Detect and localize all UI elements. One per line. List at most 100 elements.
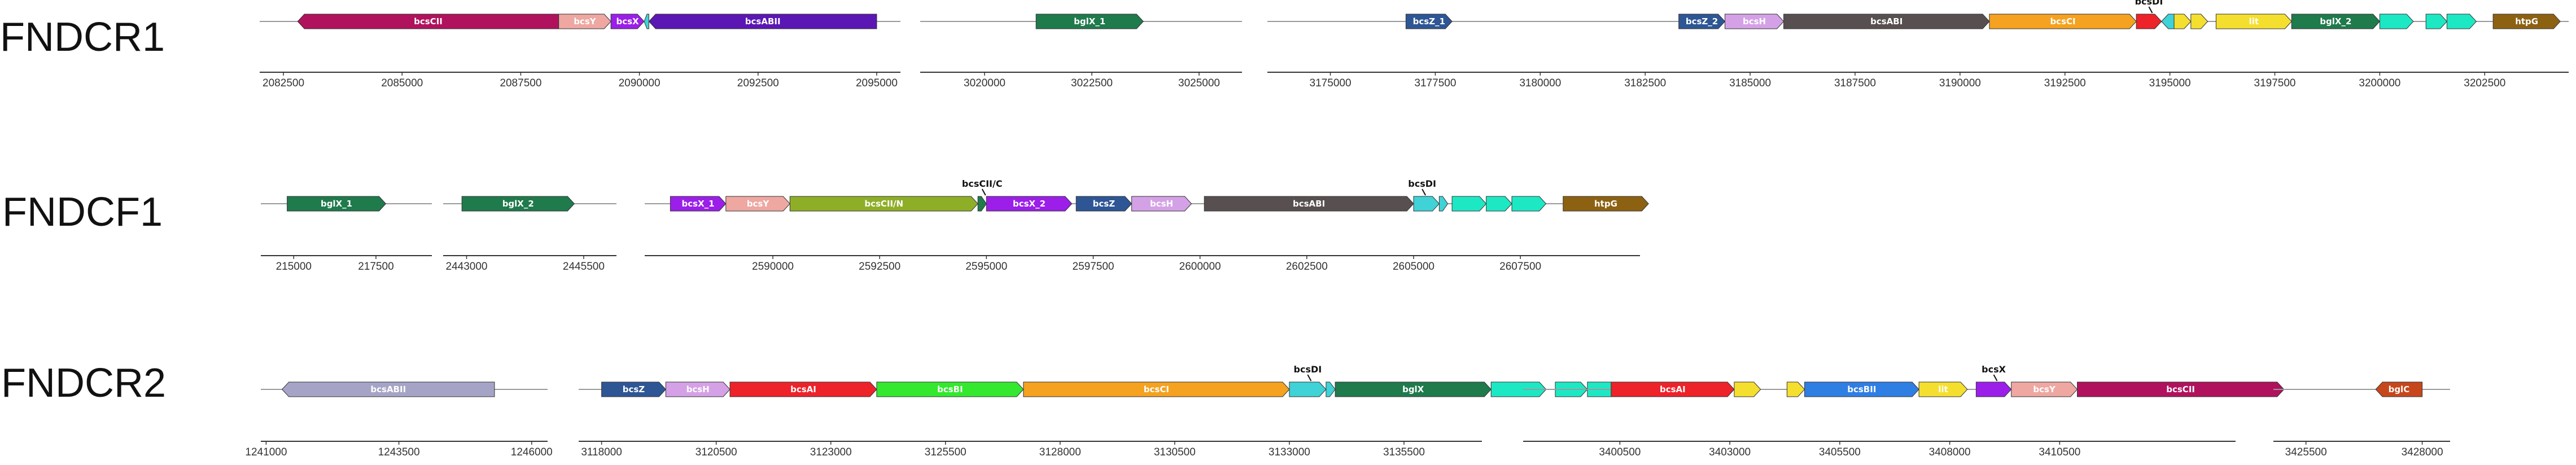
segment: bcsAIbcsBIIlitbcsYbcsCIIbcsX339800340050… bbox=[1523, 364, 2285, 458]
tick-label: 3025000 bbox=[1178, 77, 1220, 89]
tick-label: 3403000 bbox=[1709, 446, 1751, 458]
gene-label: bcsZ bbox=[1093, 199, 1116, 209]
tick-label: 3187500 bbox=[1834, 77, 1876, 89]
gene-label: bcsX_2 bbox=[1013, 199, 1046, 209]
tick-label: 3120500 bbox=[696, 446, 737, 458]
tick-label: 2445500 bbox=[563, 261, 605, 273]
gene-label: bcsH bbox=[686, 384, 710, 394]
tick-label: 2602500 bbox=[1286, 261, 1328, 273]
gene-label: bcsBII bbox=[1847, 384, 1876, 394]
tick-label: 3175000 bbox=[1310, 77, 1352, 89]
tick-label: 3190000 bbox=[1939, 77, 1981, 89]
gene-label: bcsY bbox=[2033, 384, 2056, 394]
gene-arrow bbox=[1075, 196, 1132, 212]
tick-label: 217500 bbox=[358, 261, 393, 273]
gene-label: bcsCI bbox=[1144, 384, 1169, 394]
tick-label: 3022500 bbox=[1071, 77, 1113, 89]
gene-arrow bbox=[1326, 381, 1336, 397]
tick-label: 3125500 bbox=[925, 446, 966, 458]
tick-label: 2595000 bbox=[965, 261, 1007, 273]
gene-label: bglC bbox=[2389, 384, 2410, 394]
tick-label: 3192500 bbox=[2044, 77, 2086, 89]
callout-label: bcsX bbox=[1982, 364, 2006, 375]
gene-arrow bbox=[789, 196, 978, 212]
gene-arrow bbox=[2077, 381, 2285, 397]
gene-arrow bbox=[2291, 14, 2381, 29]
gene-arrow bbox=[1131, 196, 1192, 212]
gene-arrow bbox=[281, 381, 495, 397]
gene-arrow bbox=[1486, 196, 1512, 212]
gene-arrow bbox=[729, 381, 877, 397]
tick-label: 3428000 bbox=[2402, 446, 2443, 458]
tick-label: 3185000 bbox=[1729, 77, 1771, 89]
gene-arrow bbox=[670, 196, 727, 212]
gene-arrow bbox=[1451, 196, 1487, 212]
tick-label: 3133000 bbox=[1269, 446, 1310, 458]
gene-arrow bbox=[1563, 196, 1649, 212]
gene-label: bcsH bbox=[1150, 199, 1173, 209]
gene-arrow bbox=[1289, 381, 1327, 397]
gene-arrow bbox=[558, 14, 611, 29]
tick-label: 2082500 bbox=[263, 77, 304, 89]
tick-label: 2600000 bbox=[1179, 261, 1221, 273]
tick-label: 2597500 bbox=[1073, 261, 1114, 273]
gene-arrow bbox=[1204, 196, 1414, 212]
gene-arrow bbox=[2136, 14, 2162, 29]
gene-arrow bbox=[648, 14, 877, 29]
tick-label: 1246000 bbox=[511, 446, 553, 458]
gene-label: bcsCII bbox=[414, 16, 443, 27]
gene-arrow bbox=[1023, 381, 1290, 397]
gene-arrow bbox=[2173, 14, 2192, 29]
tick-label: 1241000 bbox=[245, 446, 287, 458]
gene-arrow bbox=[287, 196, 387, 212]
gene-arrow bbox=[986, 196, 1073, 212]
gene-label: bcsABI bbox=[1870, 16, 1903, 27]
callout-label: bcsDI bbox=[1294, 364, 1322, 375]
gene-arrow bbox=[1490, 381, 1547, 397]
gene-arrow bbox=[725, 196, 790, 212]
gene-label: bcsBI bbox=[937, 384, 963, 394]
gene-arrow bbox=[2215, 14, 2292, 29]
gene-label: bcsABII bbox=[745, 16, 781, 27]
tick-label: 2090000 bbox=[619, 77, 661, 89]
gene-arrow bbox=[1734, 381, 1761, 397]
gene-arrow bbox=[876, 381, 1024, 397]
gene-arrow bbox=[1918, 381, 1968, 397]
gene-arrow bbox=[977, 196, 987, 212]
gene-arrow bbox=[2379, 14, 2414, 29]
gene-arrow bbox=[1611, 381, 1735, 397]
gene-arrow bbox=[1335, 381, 1492, 397]
gene-arrow bbox=[1413, 196, 1440, 212]
gene-arrow bbox=[1511, 196, 1547, 212]
tick-label: 3118000 bbox=[581, 446, 622, 458]
tick-label: 3197500 bbox=[2254, 77, 2296, 89]
gene-label: bcsAI bbox=[790, 384, 816, 394]
gene-label: bcsZ_1 bbox=[1413, 16, 1445, 27]
tick-label: 3180000 bbox=[1519, 77, 1561, 89]
gene-label: bcsH bbox=[1743, 16, 1766, 27]
tick-label: 2092500 bbox=[737, 77, 779, 89]
tick-label: 2592500 bbox=[859, 261, 900, 273]
gene-label: bglX_1 bbox=[1074, 16, 1105, 27]
gene-arrow bbox=[644, 14, 649, 29]
gene-label: bglX bbox=[1402, 384, 1424, 394]
tick-label: 3130500 bbox=[1154, 446, 1196, 458]
gene-arrow bbox=[1989, 14, 2137, 29]
gene-label: bglX_2 bbox=[2320, 16, 2351, 27]
callout-pointer bbox=[1993, 374, 1998, 381]
gene-arrow bbox=[1783, 14, 1990, 29]
callout-pointer bbox=[2148, 6, 2153, 14]
gene-label: bcsCI bbox=[2050, 16, 2075, 27]
gene-label: htpG bbox=[1594, 199, 1617, 209]
gene-label: htpG bbox=[2515, 16, 2538, 27]
gene-arrow bbox=[1975, 381, 2012, 397]
tick-label: 3405500 bbox=[1819, 446, 1861, 458]
gene-arrow bbox=[1438, 196, 1449, 212]
gene-arrow bbox=[2011, 381, 2078, 397]
tick-label: 215000 bbox=[276, 261, 312, 273]
